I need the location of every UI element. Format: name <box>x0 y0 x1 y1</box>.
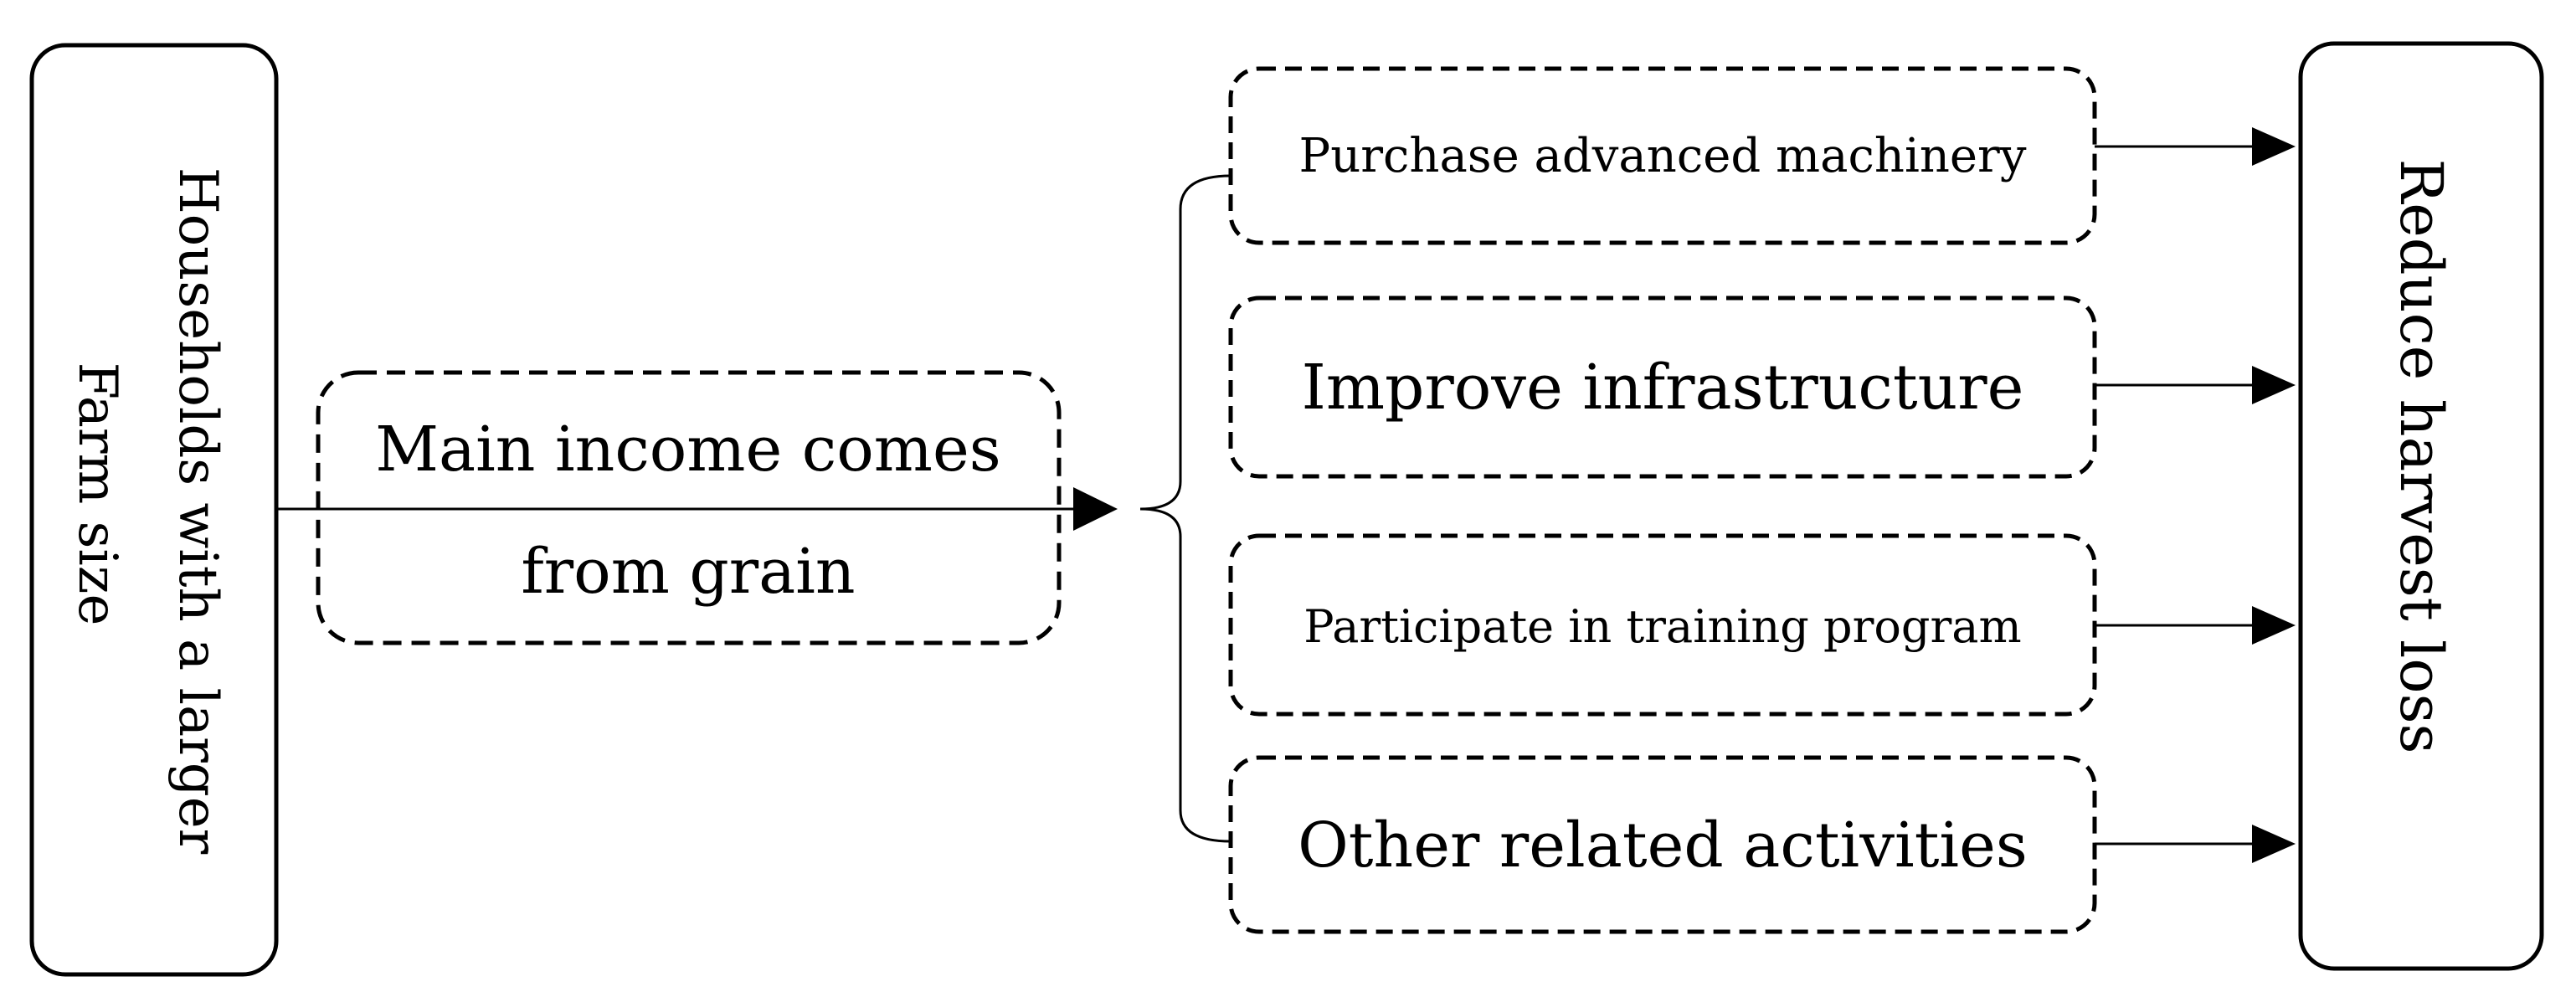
action-box-2: Improve infrastructure <box>1228 296 2097 479</box>
middle-box-line1: Main income comes <box>375 414 1000 486</box>
source-arrowhead <box>1073 487 1118 531</box>
action-box-1: Purchase advanced machinery <box>1228 66 2097 245</box>
action-arrowhead-4 <box>2252 825 2296 863</box>
action-arrowhead-3 <box>2252 606 2296 645</box>
action-box-2-frame <box>1228 296 2097 479</box>
action-arrowhead-2 <box>2252 366 2296 404</box>
action-arrows <box>2095 127 2296 863</box>
source-box-line2: Farm size <box>66 362 128 626</box>
action-box-3: Participate in training program <box>1228 533 2097 717</box>
target-box-frame <box>2298 41 2544 971</box>
action-box-1-frame <box>1228 66 2097 245</box>
action-label-2: Improve infrastructure <box>1302 352 2024 424</box>
action-label-3: Participate in training program <box>1303 600 2021 653</box>
target-box-label: Reduce harvest loss <box>2387 159 2455 754</box>
action-label-4: Other related activities <box>1298 810 2028 881</box>
action-bracket <box>1139 174 1231 843</box>
source-box-line1: Households with a larger <box>167 167 229 855</box>
target-box: Reduce harvest loss <box>2298 41 2544 971</box>
action-box-4: Other related activities <box>1228 755 2097 934</box>
source-box: Households with a larger Farm size <box>29 43 279 977</box>
middle-box-line2: from grain <box>521 536 855 608</box>
action-arrowhead-1 <box>2252 127 2296 166</box>
action-label-1: Purchase advanced machinery <box>1299 129 2027 183</box>
